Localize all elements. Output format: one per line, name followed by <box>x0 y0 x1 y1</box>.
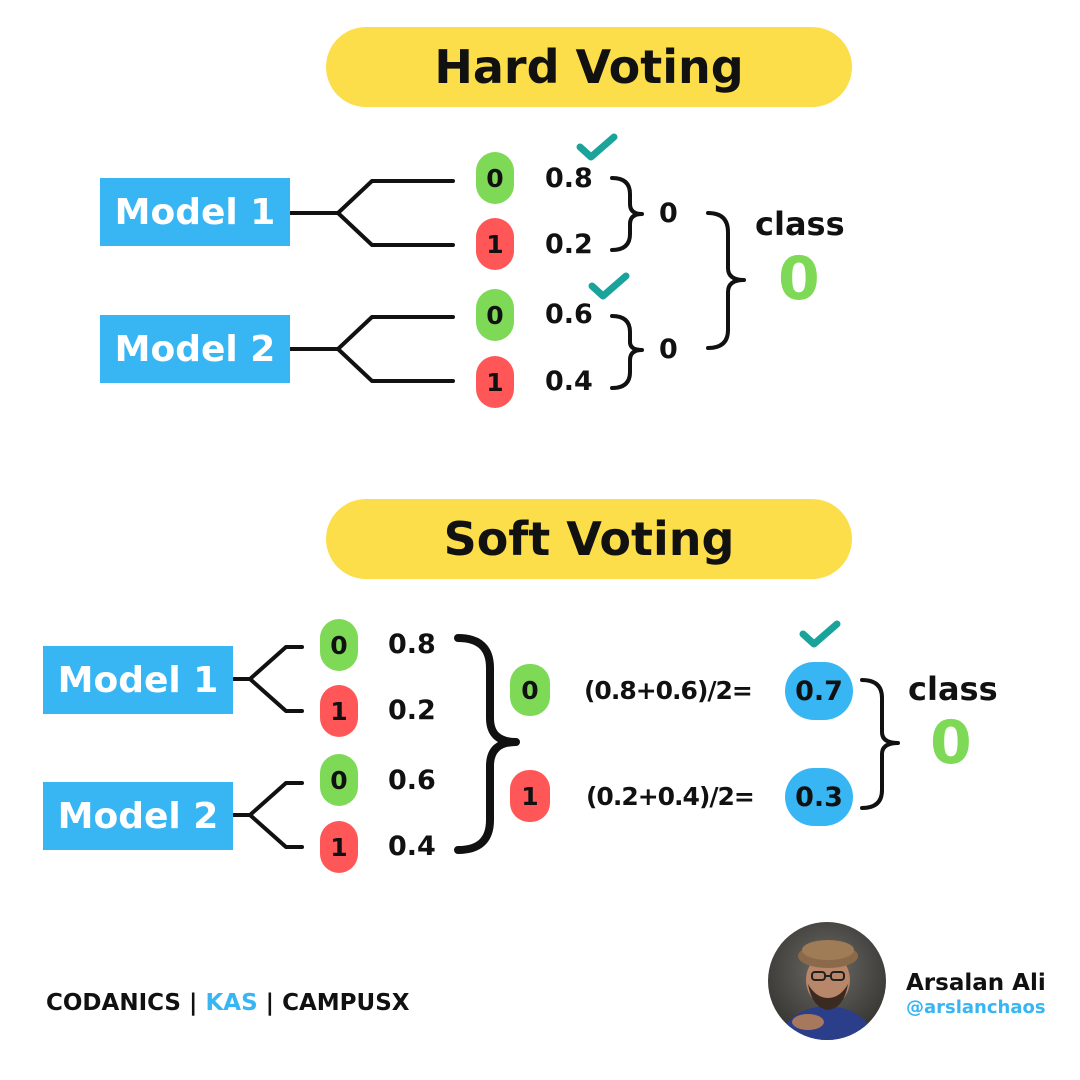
check-icon <box>588 272 630 300</box>
hard-brace-2 <box>610 314 644 390</box>
soft-m1-prob1: 0.2 <box>388 695 436 726</box>
check-icon <box>799 620 841 648</box>
footer-separator: | <box>189 990 198 1016</box>
hard-m1-vote: 0 <box>659 198 678 229</box>
hard-result-label: class <box>755 205 845 243</box>
soft-m1-class1-badge: 1 <box>320 685 358 737</box>
soft-model2-label: Model 2 <box>43 782 233 850</box>
soft-avg-formula-0: (0.8+0.6)/2= <box>584 676 753 705</box>
soft-avg-value-0: 0.7 <box>785 662 853 720</box>
soft-m2-prob1: 0.4 <box>388 831 436 862</box>
hard-model2-label: Model 2 <box>100 315 290 383</box>
soft-m2-class1-badge: 1 <box>320 821 358 873</box>
soft-result-value: 0 <box>930 708 972 778</box>
soft-avg-formula-1: (0.2+0.4)/2= <box>586 782 755 811</box>
footer-brand-codanics: CODANICS <box>46 990 182 1016</box>
hard-m2-vote: 0 <box>659 334 678 365</box>
footer-brand-campusx: CAMPUSX <box>282 990 410 1016</box>
hard-brace-1 <box>610 176 644 252</box>
soft-avg-value-1: 0.3 <box>785 768 853 826</box>
hard-model1-branch <box>288 179 455 247</box>
hard-m2-class0-badge: 0 <box>476 289 514 341</box>
soft-avg-class1-badge: 1 <box>510 770 550 822</box>
soft-m1-class0-badge: 0 <box>320 619 358 671</box>
hard-m2-class1-badge: 1 <box>476 356 514 408</box>
soft-model1-label: Model 1 <box>43 646 233 714</box>
hard-m1-class0-badge: 0 <box>476 152 514 204</box>
soft-result-label: class <box>908 670 998 708</box>
hard-m1-prob1: 0.2 <box>545 229 593 260</box>
soft-m1-prob0: 0.8 <box>388 629 436 660</box>
footer-brands: CODANICS | KAS | CAMPUSX <box>46 990 410 1016</box>
hard-m1-prob0: 0.8 <box>545 163 593 194</box>
soft-avg-class0-badge: 0 <box>510 664 550 716</box>
hard-model2-branch <box>288 315 455 383</box>
author-name: Arsalan Ali <box>906 970 1046 996</box>
hard-m2-prob1: 0.4 <box>545 366 593 397</box>
soft-model2-branch <box>231 781 304 849</box>
hard-voting-title: Hard Voting <box>326 27 852 107</box>
author-avatar <box>768 922 886 1040</box>
check-icon <box>576 133 618 161</box>
soft-voting-title: Soft Voting <box>326 499 852 579</box>
soft-m2-prob0: 0.6 <box>388 765 436 796</box>
soft-m2-class0-badge: 0 <box>320 754 358 806</box>
hard-result-value: 0 <box>778 244 820 314</box>
author-handle: @arslanchaos <box>906 997 1046 1018</box>
footer-brand-kas: KAS <box>205 990 258 1016</box>
footer-separator: | <box>265 990 275 1016</box>
soft-model1-branch <box>231 645 304 713</box>
hard-model1-label: Model 1 <box>100 178 290 246</box>
soft-brace-big <box>454 634 520 854</box>
soft-brace-final <box>860 678 900 810</box>
hard-brace-final <box>706 211 746 350</box>
hard-m1-class1-badge: 1 <box>476 218 514 270</box>
hard-m2-prob0: 0.6 <box>545 299 593 330</box>
